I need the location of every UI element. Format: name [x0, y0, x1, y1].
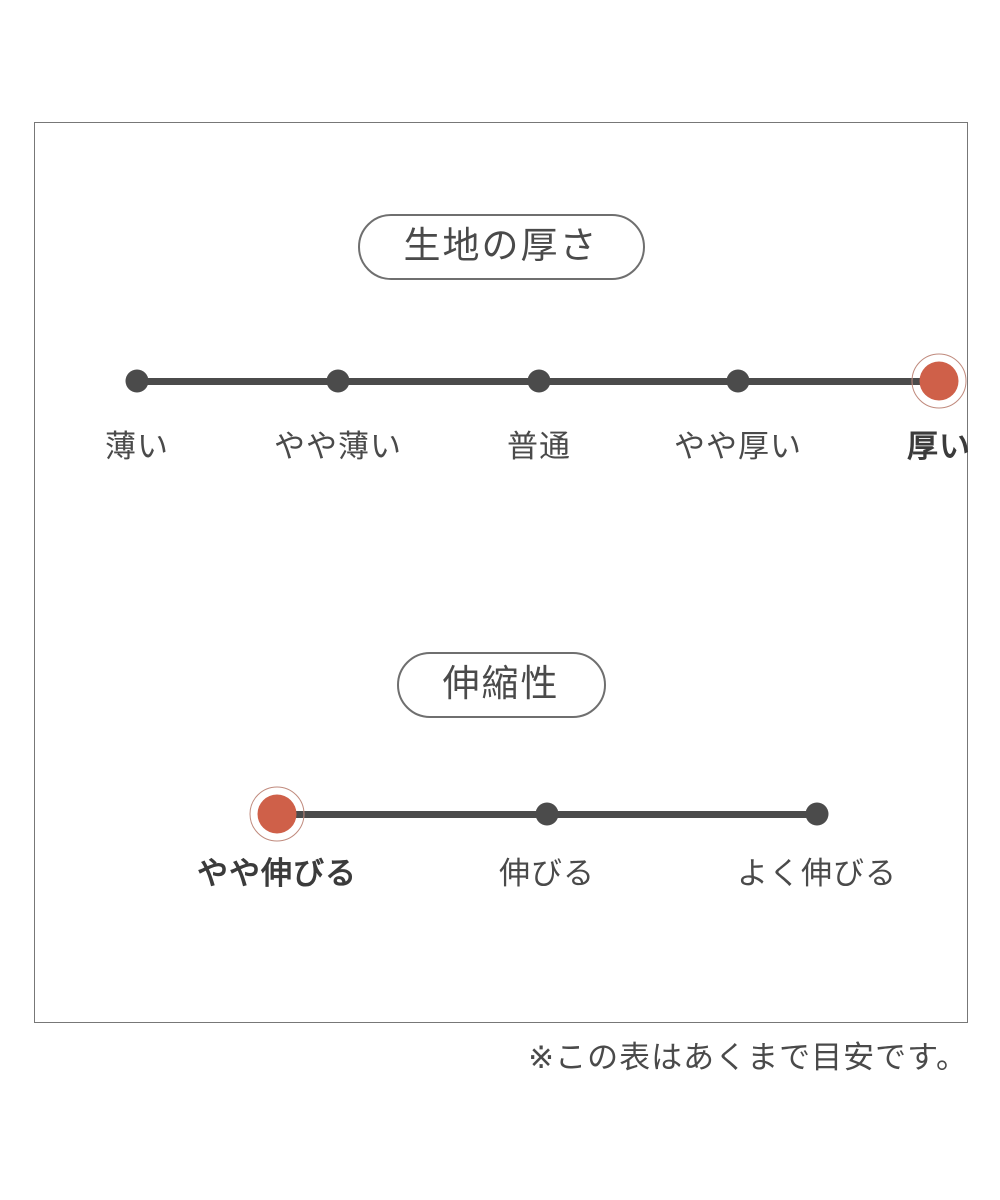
scale-node-atsui-selected[interactable] — [911, 353, 967, 409]
scale-label-atsui-selected: 厚い — [907, 429, 971, 464]
scale-node-yoku-nobiru[interactable] — [805, 802, 829, 826]
group-heading-stretchiness: 伸縮性 — [396, 652, 606, 718]
selected-node-ring-icon — [911, 353, 967, 409]
scale-label-futsuu: 普通 — [507, 429, 571, 464]
scale-node-usui[interactable] — [125, 369, 149, 393]
scale-node-nobiru[interactable] — [535, 802, 559, 826]
scale-label-yaya-nobiru-selected: やや伸びる — [197, 856, 357, 891]
group-heading-row-stretchiness: 伸縮性 — [35, 652, 967, 718]
scale-label-yaya-usui: やや薄い — [274, 429, 402, 464]
selected-node-ring-icon — [249, 786, 305, 842]
fabric-spec-panel: 生地の厚さ 薄い やや薄い 普通 やや厚い 厚い 伸縮性 やや伸びる 伸びる よ… — [34, 122, 971, 1023]
scale-node-yaya-nobiru-selected[interactable] — [249, 786, 305, 842]
group-heading-row-fabric-thickness: 生地の厚さ — [35, 214, 967, 280]
scale-node-yaya-usui[interactable] — [326, 369, 350, 393]
footnote-disclaimer: ※この表はあくまで目安です。 — [528, 1040, 968, 1075]
scale-label-usui: 薄い — [105, 429, 169, 464]
scale-node-yaya-atsui[interactable] — [726, 369, 750, 393]
scale-label-yoku-nobiru: よく伸びる — [737, 856, 897, 891]
scale-label-nobiru: 伸びる — [499, 856, 595, 891]
group-heading-fabric-thickness: 生地の厚さ — [357, 214, 645, 280]
scale-node-futsuu[interactable] — [527, 369, 551, 393]
scale-label-yaya-atsui: やや厚い — [674, 429, 802, 464]
